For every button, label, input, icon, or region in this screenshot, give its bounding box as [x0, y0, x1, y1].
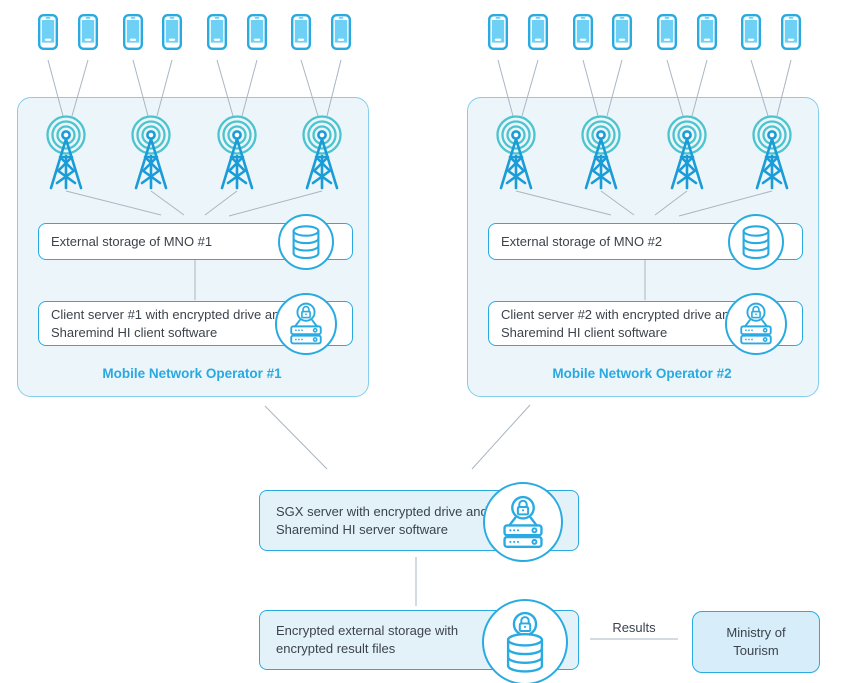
smartphone-icon — [123, 14, 143, 50]
mno2-client-server-label: Client server #2 with encrypted drive an… — [501, 306, 737, 340]
mno1-client-server-label: Client server #1 with encrypted drive an… — [51, 306, 287, 340]
ministry-of-tourism-box: Ministry of Tourism — [692, 611, 820, 673]
cell-tower-icon — [484, 112, 548, 196]
smartphone-icon — [697, 14, 717, 50]
mno2-database-icon — [728, 214, 784, 270]
ministry-of-tourism-label: Ministry of Tourism — [726, 624, 786, 658]
smartphone-icon — [207, 14, 227, 50]
cell-tower-icon — [119, 112, 183, 196]
cell-tower-icon — [34, 112, 98, 196]
mno2-external-storage-label: External storage of MNO #2 — [501, 233, 663, 249]
mno2-encrypted-server-icon — [725, 293, 787, 355]
smartphone-icon — [657, 14, 677, 50]
smartphone-icon — [291, 14, 311, 50]
encrypted-storage-label: Encrypted external storage with encrypte… — [276, 623, 459, 656]
smartphone-icon — [331, 14, 351, 50]
smartphone-icon — [38, 14, 58, 50]
mno2-title: Mobile Network Operator #2 — [552, 366, 732, 381]
smartphone-icon — [528, 14, 548, 50]
smartphone-icon — [247, 14, 267, 50]
results-edge-label: Results — [612, 620, 656, 635]
mno1-database-icon — [278, 214, 334, 270]
smartphone-icon — [162, 14, 182, 50]
mno1-external-storage-label: External storage of MNO #1 — [51, 233, 213, 249]
smartphone-icon — [781, 14, 801, 50]
encrypted-database-icon — [482, 599, 568, 683]
smartphone-icon — [573, 14, 593, 50]
cell-tower-icon — [569, 112, 633, 196]
mno1-encrypted-server-icon — [275, 293, 337, 355]
cell-tower-icon — [740, 112, 804, 196]
mno1-title: Mobile Network Operator #1 — [102, 366, 282, 381]
smartphone-icon — [612, 14, 632, 50]
cell-tower-icon — [290, 112, 354, 196]
cell-tower-icon — [655, 112, 719, 196]
sgx-encrypted-server-icon — [483, 482, 563, 562]
sgx-server-label: SGX server with encrypted drive and Shar… — [276, 503, 488, 537]
smartphone-icon — [741, 14, 761, 50]
smartphone-icon — [78, 14, 98, 50]
cell-tower-icon — [205, 112, 269, 196]
smartphone-icon — [488, 14, 508, 50]
